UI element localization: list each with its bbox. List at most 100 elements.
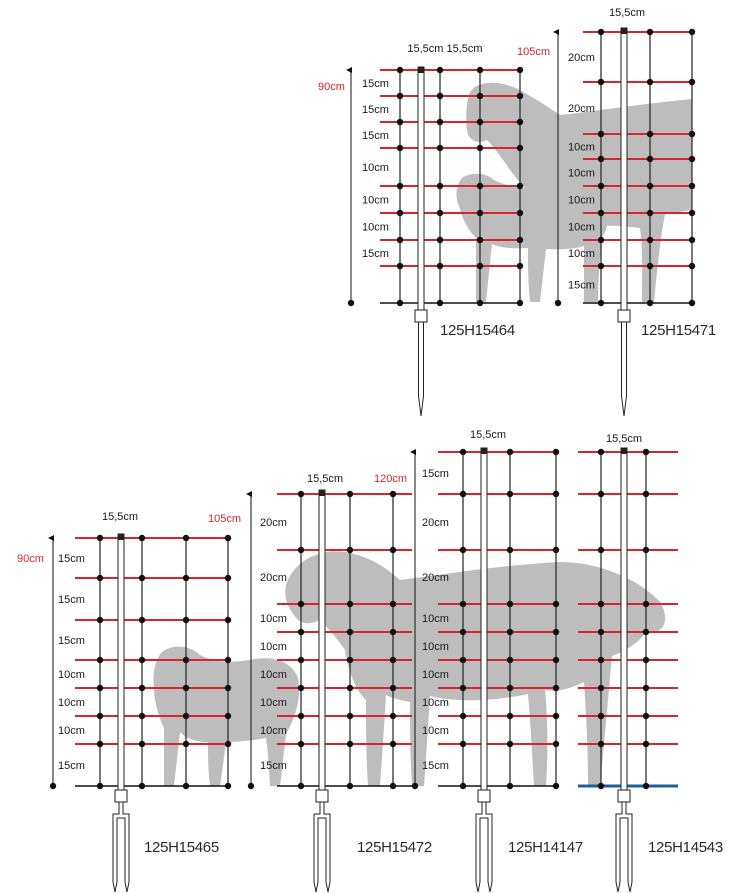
- knot-dot: [597, 209, 605, 217]
- strut-spacing-label: 15,5cm: [470, 429, 506, 441]
- fence-post: [620, 447, 628, 797]
- knot-dot: [642, 684, 650, 692]
- knot-dot: [597, 712, 605, 720]
- knot-dot: [346, 782, 354, 790]
- ground-spike-double: [313, 801, 331, 893]
- knot-dot: [597, 299, 605, 307]
- knot-dot: [516, 118, 524, 126]
- knot-dot: [459, 600, 467, 608]
- knot-dot: [436, 236, 444, 244]
- knot-dot: [389, 490, 397, 498]
- knot-dot: [642, 490, 650, 498]
- knot-dot: [552, 490, 560, 498]
- post-cap: [620, 448, 628, 454]
- knot-dot: [597, 740, 605, 748]
- knot-dot: [642, 600, 650, 608]
- knot-dot: [597, 546, 605, 554]
- knot-dot: [688, 236, 696, 244]
- wire-spacing-label: 20cm: [260, 517, 287, 529]
- knot-dot: [396, 92, 404, 100]
- knot-dot: [597, 600, 605, 608]
- knot-dot: [552, 600, 560, 608]
- wire-spacing-label: 15cm: [58, 760, 85, 772]
- knot-dot: [459, 448, 467, 456]
- knot-dot: [506, 600, 514, 608]
- wire-spacing-label: 10cm: [422, 669, 449, 681]
- post-foot-plate: [617, 309, 631, 323]
- wire-spacing-label: 15cm: [260, 760, 287, 772]
- knot-dot: [597, 78, 605, 86]
- wire-spacing-label: 15cm: [362, 104, 389, 116]
- wire-spacing-label: 15cm: [362, 248, 389, 260]
- knot-dot: [506, 684, 514, 692]
- knot-dot: [346, 740, 354, 748]
- fence-post: [117, 533, 125, 797]
- knot-dot: [516, 299, 524, 307]
- knot-dot: [552, 684, 560, 692]
- knot-dot: [476, 262, 484, 270]
- wire-spacing-label: 15cm: [568, 280, 595, 292]
- post-foot-plate: [477, 789, 491, 803]
- knot-dot: [597, 684, 605, 692]
- knot-dot: [516, 144, 524, 152]
- knot-dot: [96, 534, 104, 542]
- knot-dot: [396, 299, 404, 307]
- knot-dot: [646, 209, 654, 217]
- knot-dot: [297, 684, 305, 692]
- knot-dot: [597, 490, 605, 498]
- arrow-base-dot: [247, 782, 255, 790]
- knot-dot: [476, 118, 484, 126]
- wire-spacing-label: 15cm: [362, 130, 389, 142]
- post-foot-plate: [414, 309, 428, 323]
- knot-dot: [688, 130, 696, 138]
- knot-dot: [389, 684, 397, 692]
- arrow-base-dot: [347, 299, 355, 307]
- knot-dot: [459, 782, 467, 790]
- knot-dot: [396, 66, 404, 74]
- knot-dot: [224, 712, 232, 720]
- knot-dot: [476, 299, 484, 307]
- knot-dot: [96, 656, 104, 664]
- knot-dot: [459, 490, 467, 498]
- knot-dot: [297, 600, 305, 608]
- knot-dot: [224, 684, 232, 692]
- knot-dot: [642, 448, 650, 456]
- knot-dot: [389, 782, 397, 790]
- knot-dot: [597, 656, 605, 664]
- knot-dot: [346, 600, 354, 608]
- knot-dot: [224, 534, 232, 542]
- knot-dot: [138, 712, 146, 720]
- post-cap: [117, 534, 125, 540]
- wire-spacing-label: 10cm: [260, 697, 287, 709]
- wire-spacing-label: 10cm: [58, 669, 85, 681]
- knot-dot: [96, 616, 104, 624]
- knot-dot: [346, 628, 354, 636]
- knot-dot: [138, 574, 146, 582]
- wire-spacing-label: 10cm: [422, 613, 449, 625]
- wire-spacing-label: 15cm: [422, 760, 449, 772]
- knot-dot: [642, 740, 650, 748]
- knot-dot: [459, 546, 467, 554]
- knot-dot: [646, 78, 654, 86]
- knot-dot: [552, 448, 560, 456]
- knot-dot: [552, 740, 560, 748]
- product-code: 125H15465: [144, 839, 219, 856]
- knot-dot: [389, 712, 397, 720]
- product-code: 125H15464: [440, 322, 515, 339]
- knot-dot: [459, 712, 467, 720]
- knot-dot: [646, 155, 654, 163]
- knot-dot: [346, 712, 354, 720]
- knot-dot: [436, 144, 444, 152]
- post-cap: [480, 448, 488, 454]
- knot-dot: [297, 490, 305, 498]
- fence-post: [417, 66, 425, 317]
- knot-dot: [182, 534, 190, 542]
- knot-dot: [224, 616, 232, 624]
- knot-dot: [224, 574, 232, 582]
- knot-dot: [224, 782, 232, 790]
- net-height-label: 90cm: [318, 81, 345, 93]
- wire-spacing-label: 10cm: [422, 697, 449, 709]
